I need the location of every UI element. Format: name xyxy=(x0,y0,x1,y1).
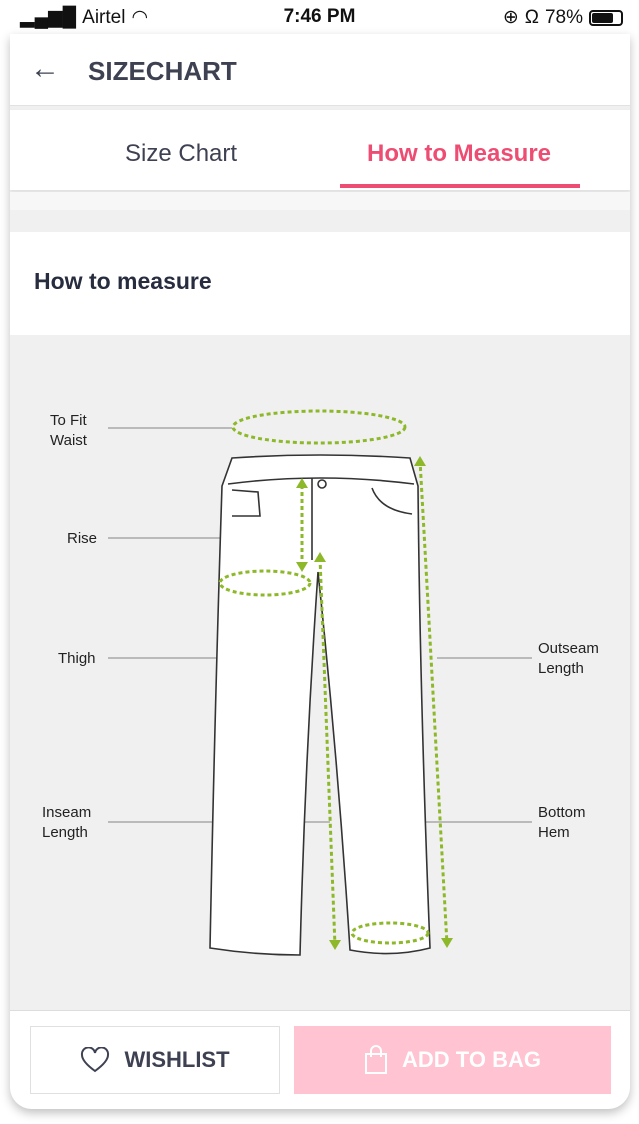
label-waist: To Fit xyxy=(50,412,88,429)
label-bottom-hem: Bottom xyxy=(538,804,586,821)
tab-bar: Size Chart How to Measure xyxy=(10,110,630,190)
wishlist-label: WISHLIST xyxy=(124,1047,230,1072)
label-outseam-2: Length xyxy=(538,660,584,677)
signal-icon: ▂▄▆█ xyxy=(20,7,77,28)
add-to-bag-button[interactable]: ADD TO BAG xyxy=(294,1026,611,1094)
label-bottom-hem-2: Hem xyxy=(538,824,570,841)
sizechart-sheet: ← SIZECHART Size Chart How to Measure Ho… xyxy=(10,34,630,1109)
wishlist-button[interactable]: WISHLIST xyxy=(30,1026,280,1094)
section-title: How to measure xyxy=(34,268,212,294)
tab-how-to-measure[interactable]: How to Measure xyxy=(367,140,552,167)
arrowheads xyxy=(296,456,453,950)
label-outseam: Outseam xyxy=(538,640,599,657)
divider xyxy=(10,192,630,210)
action-bar: WISHLIST ADD TO BAG xyxy=(10,1010,630,1109)
pants-outline xyxy=(209,454,431,956)
label-rise: Rise xyxy=(67,530,97,547)
heart-icon xyxy=(81,1047,110,1073)
label-inseam-2: Length xyxy=(42,824,88,841)
battery-icon xyxy=(589,9,623,26)
label-thigh: Thigh xyxy=(58,650,96,667)
orientation-lock-icon: ⊕ xyxy=(502,7,519,28)
pants-measurement-diagram: To Fit Waist Rise Thigh Inseam Length Ou… xyxy=(42,409,599,956)
label-waist-2: Waist xyxy=(50,432,88,449)
label-inseam: Inseam xyxy=(42,804,91,821)
measurement-guides xyxy=(218,409,449,947)
add-to-bag-label: ADD TO BAG xyxy=(402,1047,541,1072)
header: ← SIZECHART xyxy=(10,34,630,106)
page-title: SIZECHART xyxy=(88,56,237,86)
bag-icon xyxy=(365,1045,388,1074)
section-header: How to measure xyxy=(10,232,630,335)
clock: 7:46 PM xyxy=(283,6,356,27)
active-tab-indicator xyxy=(340,184,580,188)
wifi-icon: ◠ xyxy=(131,7,149,28)
back-arrow-icon[interactable]: ← xyxy=(30,52,60,85)
tab-size-chart[interactable]: Size Chart xyxy=(125,140,238,167)
battery-percent: 78% xyxy=(544,6,583,28)
carrier: Airtel xyxy=(82,6,126,28)
headphones-icon: Ω xyxy=(524,6,539,28)
